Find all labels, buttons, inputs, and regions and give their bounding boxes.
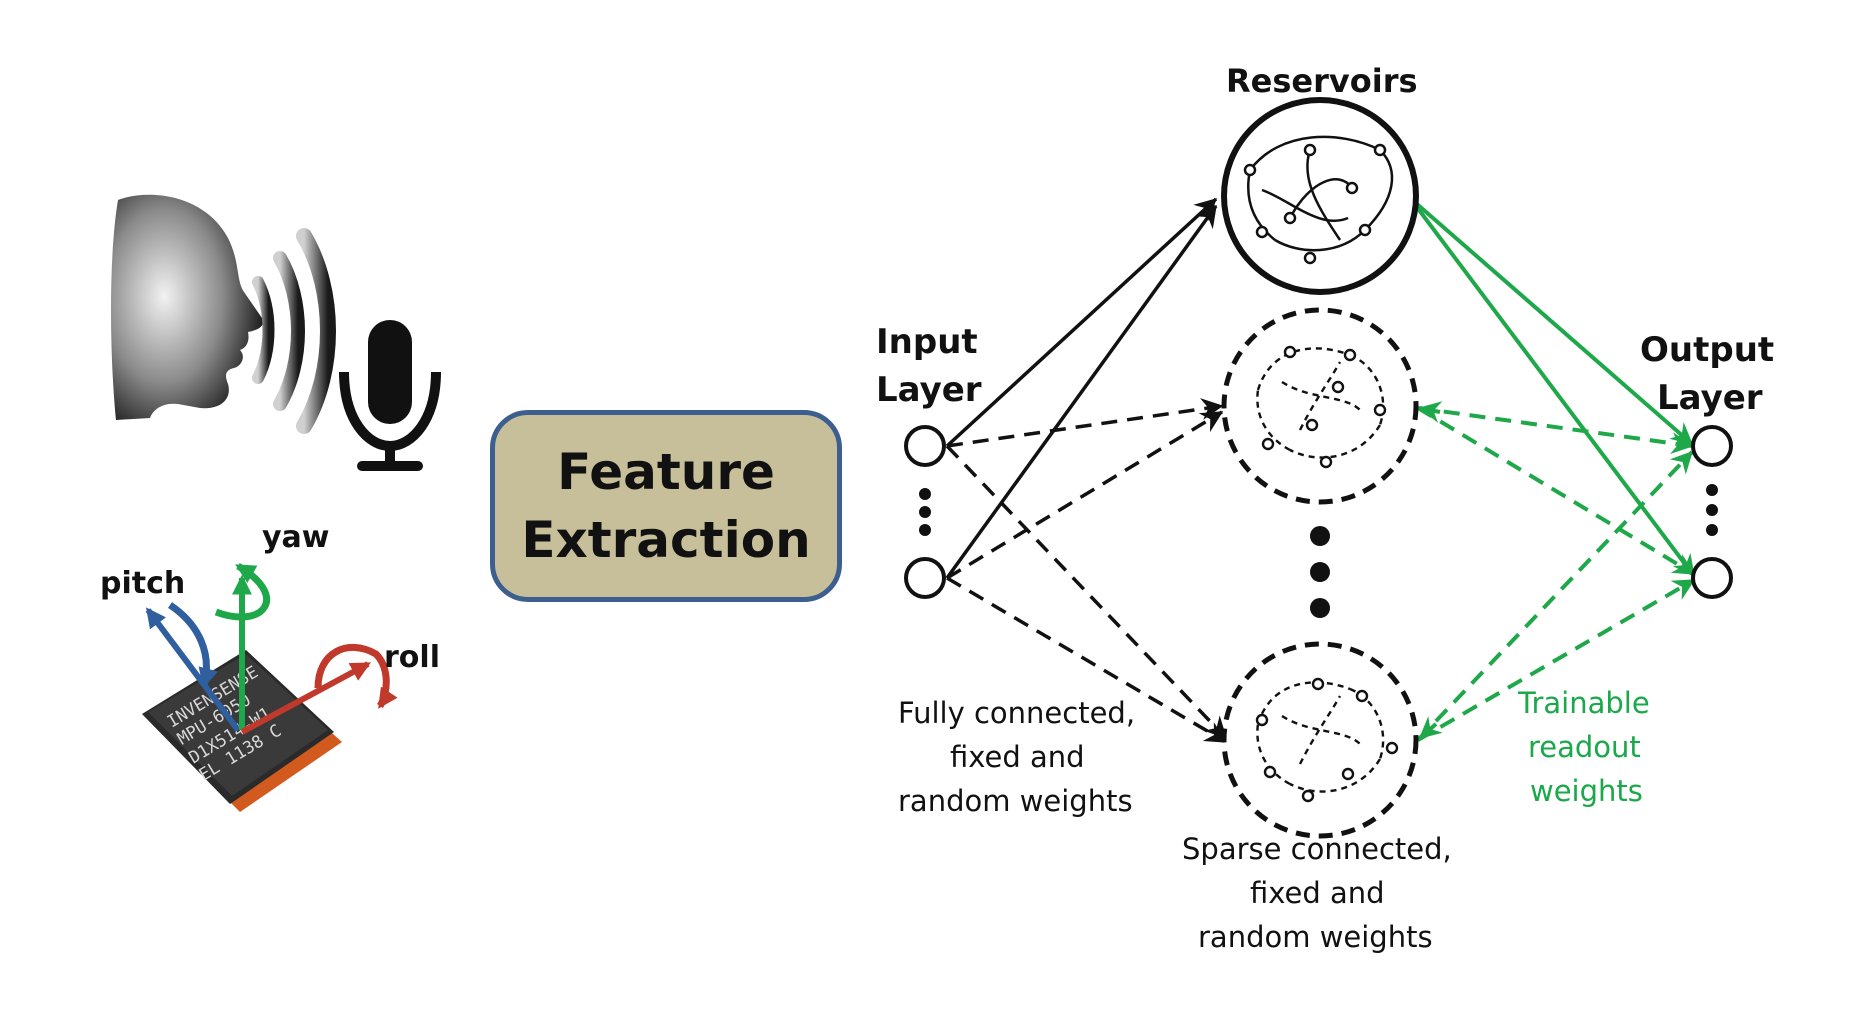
input-layer-nodes — [904, 425, 946, 599]
sparse-connected-line1: Sparse connected, — [1182, 832, 1452, 866]
roll-label: roll — [384, 640, 440, 675]
trainable-line1: Trainable — [1518, 686, 1650, 720]
trainable-line3: weights — [1530, 774, 1643, 808]
input-layer-label-line1: Input — [876, 322, 978, 362]
input-to-reservoir-solid-links — [945, 197, 1218, 580]
feature-extraction-line1: Feature — [557, 443, 775, 501]
fully-connected-line1: Fully connected, — [898, 696, 1136, 730]
trainable-solid-links — [1408, 196, 1696, 578]
reservoir-dashed-middle — [1221, 307, 1419, 505]
output-layer-label-line2: Layer — [1657, 378, 1763, 418]
reservoir-ellipsis-dots — [1310, 526, 1330, 618]
pitch-label: pitch — [100, 566, 186, 601]
roll-axis — [240, 643, 398, 735]
reservoirs-title: Reservoirs — [1226, 62, 1418, 100]
yaw-axis — [214, 562, 271, 730]
output-layer-nodes — [1691, 425, 1733, 599]
sparse-connected-line3: random weights — [1198, 920, 1433, 954]
yaw-label: yaw — [262, 520, 330, 555]
output-layer-label-line1: Output — [1640, 330, 1775, 370]
pitch-axis — [145, 602, 241, 732]
trainable-line2: readout — [1528, 730, 1641, 764]
speaking-head-icon — [111, 194, 264, 420]
input-layer-label-line2: Layer — [876, 370, 982, 410]
input-to-reservoir-dashed-links — [945, 398, 1228, 744]
trainable-dashed-links — [1416, 406, 1696, 742]
microphone-icon — [339, 320, 441, 471]
fully-connected-line2: fixed and — [950, 740, 1085, 774]
feature-extraction-line2: Extraction — [521, 511, 811, 569]
sparse-connected-line2: fixed and — [1250, 876, 1385, 910]
trainable-reverse-arrowheads — [1418, 401, 1443, 740]
feature-extraction-box: Feature Extraction — [490, 410, 842, 602]
fully-connected-line3: random weights — [898, 784, 1133, 818]
reservoir-dashed-bottom — [1221, 641, 1419, 839]
reservoir-solid — [1221, 97, 1419, 295]
sound-waves-icon — [252, 228, 336, 434]
